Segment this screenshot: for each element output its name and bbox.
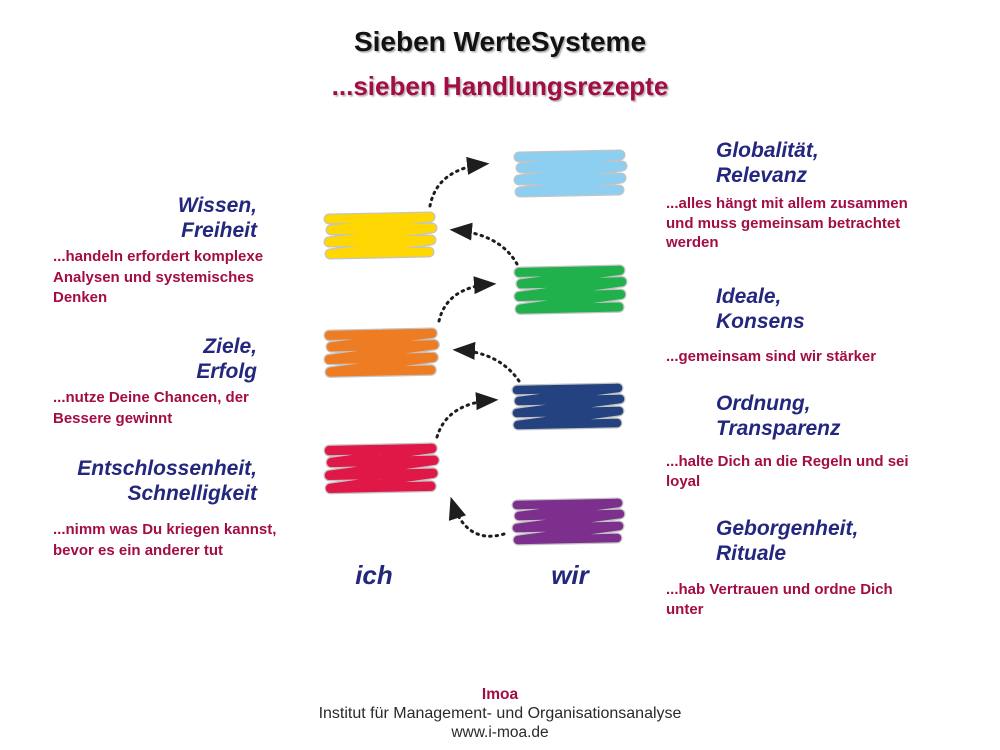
value-desc: ...nutze Deine Chancen, der Bessere gewi… xyxy=(53,389,249,427)
value-block-entschlossenheit: Entschlossenheit, Schnelligkeit ...nimm … xyxy=(53,456,298,561)
footer-org-short: Imoa xyxy=(481,686,519,703)
green-bar xyxy=(519,270,622,309)
skyblue-bar xyxy=(519,155,622,192)
value-title: Globalität, Relevanz xyxy=(716,139,819,187)
footer-website: www.i-moa.de xyxy=(451,724,549,741)
value-desc: ...halte Dich an die Regeln und sei loya… xyxy=(666,453,909,490)
value-block-globalitaet: Globalität, Relevanz ...alles hängt mit … xyxy=(666,138,936,253)
value-desc: ...hab Vertrauen und ordne Dich unter xyxy=(666,581,893,618)
arrow-purple-to-red xyxy=(448,496,506,538)
arrow-green-to-yellow xyxy=(449,222,519,266)
value-desc: ...nimm was Du kriegen kannst, bevor es … xyxy=(53,521,277,559)
arrow-orange-to-green xyxy=(437,276,497,323)
axis-label-wir: wir xyxy=(551,560,589,590)
value-block-ordnung: Ordnung, Transparenz ...halte Dich an di… xyxy=(666,391,936,491)
page-title: Sieben WerteSysteme xyxy=(353,26,647,57)
value-block-ideale-konsens: Ideale, Konsens ...gemeinsam sind wir st… xyxy=(666,284,936,367)
value-block-wissen-freiheit: Wissen, Freiheit ...handeln erfordert ko… xyxy=(53,193,298,309)
value-title: Ordnung, Transparenz xyxy=(716,392,841,440)
footer: Imoa Institut für Management- und Organi… xyxy=(0,685,1000,742)
value-title: Entschlossenheit, Schnelligkeit xyxy=(77,457,257,505)
yellow-bar xyxy=(329,217,432,254)
red-bar xyxy=(329,448,434,488)
orange-bar xyxy=(329,333,434,372)
footer-org-full: Institut für Management- und Organisatio… xyxy=(318,705,682,722)
value-title: Ideale, Konsens xyxy=(716,285,805,333)
value-title: Wissen, Freiheit xyxy=(177,194,257,242)
value-block-ziele-erfolg: Ziele, Erfolg ...nutze Deine Chancen, de… xyxy=(53,334,298,429)
arrow-red-to-blue xyxy=(435,392,499,439)
value-title: Ziele, Erfolg xyxy=(196,335,257,383)
blue-bar xyxy=(517,388,620,425)
value-desc: ...handeln erfordert komplexe Analysen u… xyxy=(53,248,264,306)
value-desc: ...gemeinsam sind wir stärker xyxy=(666,348,877,365)
value-block-geborgenheit: Geborgenheit, Rituale ...hab Vertrauen u… xyxy=(666,516,936,619)
value-title: Geborgenheit, Rituale xyxy=(716,517,859,565)
page-subtitle: ...sieben Handlungsrezepte xyxy=(331,71,669,101)
arrow-blue-to-orange xyxy=(452,341,521,383)
axis-label-ich: ich xyxy=(355,560,393,590)
purple-bar xyxy=(517,503,620,540)
arrow-yellow-to-skyblue xyxy=(428,156,490,208)
value-desc: ...alles hängt mit allem zusammen und mu… xyxy=(666,195,908,251)
